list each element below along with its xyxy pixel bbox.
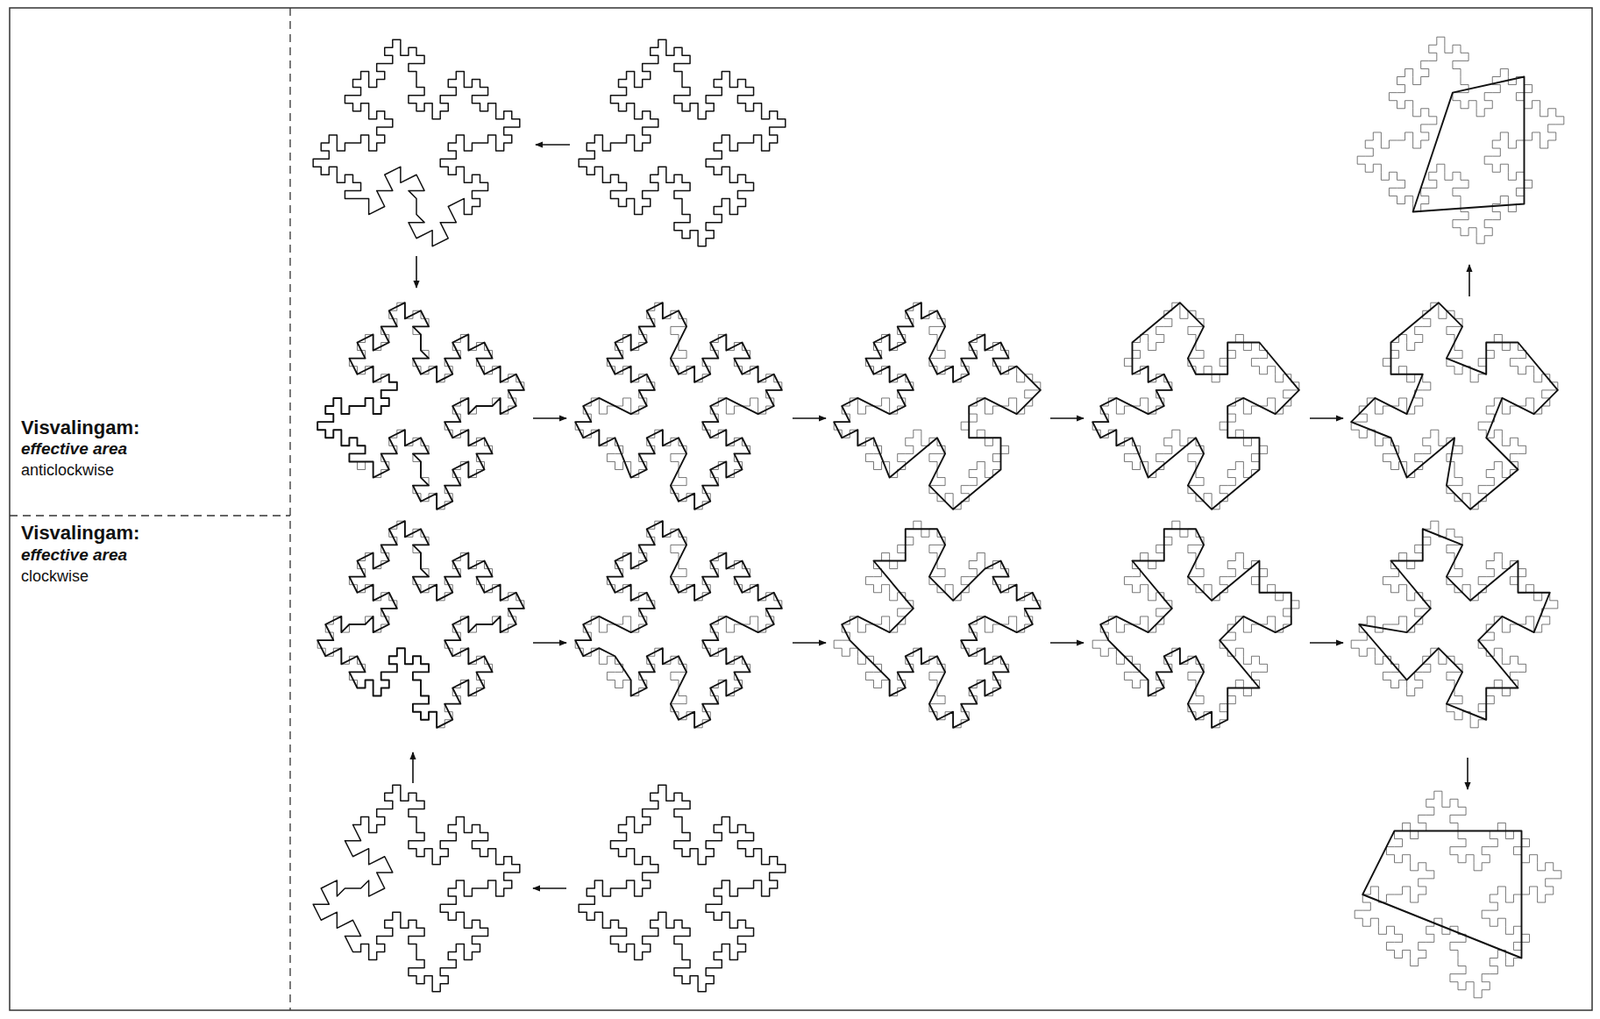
simplified-outline xyxy=(1092,302,1300,510)
divider-line xyxy=(9,514,291,516)
fractal-group xyxy=(312,36,1565,998)
fractal-frame xyxy=(1092,302,1300,510)
flow-arrow xyxy=(792,417,826,420)
flow-arrow xyxy=(1050,417,1084,420)
fractal-frame xyxy=(312,784,520,992)
simplified-outline xyxy=(317,520,525,728)
original-outline xyxy=(1354,790,1562,998)
original-outline xyxy=(317,520,525,728)
flow-arrow xyxy=(1309,641,1344,644)
fractal-frame xyxy=(1354,790,1562,998)
flow-arrow xyxy=(1466,757,1469,790)
row-label: effective area xyxy=(21,439,128,459)
simplified-outline xyxy=(578,39,786,247)
arrow-group xyxy=(412,144,1470,889)
flow-arrow xyxy=(533,417,567,420)
row-label: anticlockwise xyxy=(21,461,114,480)
fractal-frame xyxy=(317,302,525,510)
fractal-frame xyxy=(575,520,783,728)
simplified-outline xyxy=(578,784,786,992)
divider-line xyxy=(289,7,291,1010)
original-outline xyxy=(833,302,1041,510)
flow-arrow xyxy=(415,256,418,288)
flow-arrow xyxy=(1468,264,1471,297)
fractal-frame xyxy=(833,302,1041,510)
row-label: clockwise xyxy=(21,567,89,586)
fractal-frame xyxy=(1351,520,1558,728)
flow-arrow xyxy=(1309,417,1344,420)
fractal-frame xyxy=(578,39,786,247)
simplified-outline xyxy=(575,302,783,510)
fractal-frame xyxy=(578,784,786,992)
flow-arrow xyxy=(533,887,567,889)
figure-border xyxy=(9,7,1593,1010)
row-label: Visvalingam: xyxy=(21,521,140,544)
original-outline xyxy=(833,520,1041,728)
original-outline xyxy=(317,302,525,510)
original-outline xyxy=(575,520,783,728)
simplified-outline xyxy=(833,302,1041,510)
simplified-outline xyxy=(1362,831,1522,959)
simplified-outline xyxy=(317,302,525,510)
fractal-frame xyxy=(833,520,1041,728)
simplified-outline xyxy=(1358,528,1551,720)
original-outline xyxy=(1351,302,1558,510)
simplified-outline xyxy=(1100,528,1292,728)
flow-arrow xyxy=(535,143,570,146)
flow-arrow xyxy=(533,641,567,644)
fractal-frame xyxy=(1357,36,1565,244)
fractal-frame xyxy=(312,39,520,247)
fractal-frame xyxy=(317,520,525,728)
flow-arrow xyxy=(1050,641,1084,644)
simplified-outline xyxy=(312,784,520,992)
fractal-frame xyxy=(575,302,783,510)
original-outline xyxy=(1357,36,1565,244)
original-outline xyxy=(1092,520,1300,728)
flow-arrow xyxy=(792,641,826,644)
simplified-outline xyxy=(575,520,783,728)
simplified-outline xyxy=(841,528,1041,728)
original-outline xyxy=(1351,520,1558,728)
fractal-frame xyxy=(1351,302,1558,510)
original-outline xyxy=(575,302,783,510)
simplified-outline xyxy=(1351,302,1558,510)
simplified-outline xyxy=(312,39,520,247)
row-label: Visvalingam: xyxy=(21,416,140,439)
simplified-outline xyxy=(1413,77,1525,213)
row-label: effective area xyxy=(21,545,128,565)
flow-arrow xyxy=(412,752,414,783)
original-outline xyxy=(1092,302,1300,510)
fractal-frame xyxy=(1092,520,1300,728)
